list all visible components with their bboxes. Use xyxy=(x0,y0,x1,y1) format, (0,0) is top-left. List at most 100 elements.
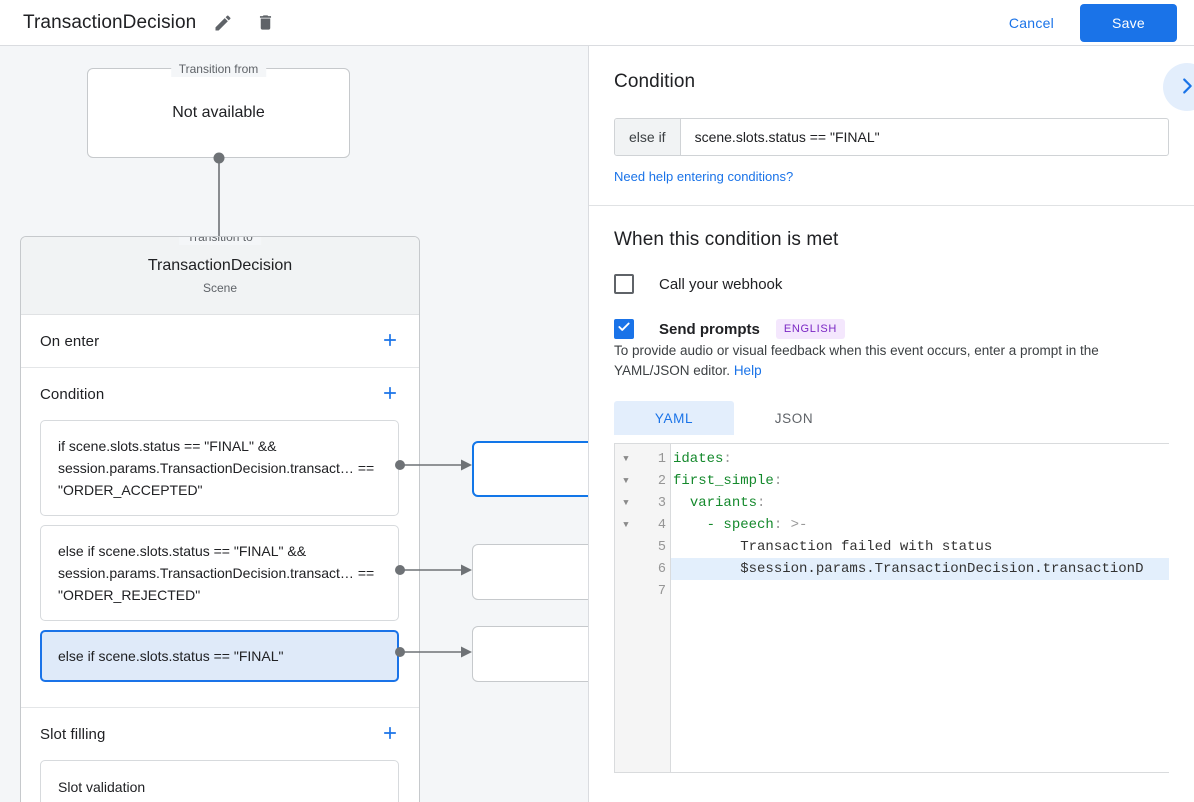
target-node-box[interactable] xyxy=(472,441,588,497)
plus-icon xyxy=(380,330,400,353)
code-token: : >- xyxy=(773,517,808,533)
code-token: Transaction failed with status xyxy=(673,539,993,555)
line-number: 5 xyxy=(657,539,666,555)
section-on-enter: On enter xyxy=(21,315,419,368)
section-header-on-enter: On enter xyxy=(21,315,419,367)
scene-card-header[interactable]: TransactionDecision Scene xyxy=(21,237,419,315)
tab-json[interactable]: JSON xyxy=(734,401,854,435)
checkmark-icon xyxy=(617,320,631,339)
send-prompts-checkbox[interactable] xyxy=(614,319,634,339)
fold-triangle-icon[interactable]: ▼ xyxy=(623,520,629,530)
save-button[interactable]: Save xyxy=(1080,3,1177,42)
scene-card: Transition to TransactionDecision Scene … xyxy=(20,236,420,802)
condition-list-item-selected[interactable]: else if scene.slots.status == "FINAL" xyxy=(40,630,399,682)
editor-code-area[interactable]: idates:first_simple: variants: - speech:… xyxy=(671,444,1169,772)
editor-format-tabs: YAML JSON xyxy=(614,401,1169,435)
editor-code-line[interactable]: - speech: >- xyxy=(671,514,1169,536)
chevron-right-icon xyxy=(1176,75,1194,100)
expand-panel-button[interactable] xyxy=(1163,63,1194,111)
call-webhook-label: Call your webhook xyxy=(659,275,783,293)
line-number: 6 xyxy=(657,561,666,577)
pencil-icon xyxy=(213,13,233,33)
section-title-slot-filling: Slot filling xyxy=(40,725,106,743)
conditions-help-link[interactable]: Need help entering conditions? xyxy=(614,169,794,184)
transition-from-legend: Transition from xyxy=(170,61,267,77)
editor-line-number: ▼4 xyxy=(615,514,670,536)
fold-triangle-icon[interactable]: ▼ xyxy=(623,476,629,486)
plus-icon xyxy=(380,723,400,746)
code-token: $session.params.TransactionDecision.tran… xyxy=(673,561,1144,577)
add-slot-filling-button[interactable] xyxy=(377,721,403,747)
scene-type: Scene xyxy=(202,281,238,295)
line-number: 3 xyxy=(657,495,666,511)
cancel-button[interactable]: Cancel xyxy=(999,7,1064,39)
editor-code-line[interactable] xyxy=(671,580,1169,602)
language-badge: ENGLISH xyxy=(775,319,846,339)
editor-code-line[interactable]: Transaction failed with status xyxy=(671,536,1169,558)
condition-list-item[interactable]: else if scene.slots.status == "FINAL" &&… xyxy=(40,525,399,621)
editor-code-line[interactable]: $session.params.TransactionDecision.tran… xyxy=(671,558,1169,580)
condition-list-item[interactable]: if scene.slots.status == "FINAL" && sess… xyxy=(40,420,399,516)
code-token: : xyxy=(723,451,732,467)
delete-button[interactable] xyxy=(250,8,280,38)
section-header-condition: Condition xyxy=(21,368,419,420)
line-number: 7 xyxy=(657,583,666,599)
prompts-help-link[interactable]: Help xyxy=(733,363,762,378)
add-condition-button[interactable] xyxy=(377,381,403,407)
call-webhook-checkbox[interactable] xyxy=(614,274,634,294)
section-slot-filling: Slot filling Slot validation xyxy=(21,708,419,802)
code-token: - xyxy=(673,517,724,533)
send-prompts-label: Send prompts xyxy=(659,320,760,338)
editor-code-line[interactable]: idates: xyxy=(671,448,1169,470)
rename-button[interactable] xyxy=(208,8,238,38)
editor-line-number: ▼2 xyxy=(615,470,670,492)
section-condition: Condition if scene.slots.status == "FINA… xyxy=(21,368,419,708)
slot-filling-list: Slot validation xyxy=(21,760,419,802)
editor-line-number: 7 xyxy=(615,580,670,602)
fold-triangle-icon[interactable]: ▼ xyxy=(623,454,629,464)
code-token: variants xyxy=(689,495,758,511)
tab-yaml[interactable]: YAML xyxy=(614,401,734,435)
condition-list: if scene.slots.status == "FINAL" && sess… xyxy=(21,420,419,707)
code-token: : xyxy=(757,495,766,511)
condition-expression-input[interactable] xyxy=(680,119,1168,155)
code-token: : xyxy=(773,473,783,489)
editor-line-number: 5 xyxy=(615,536,670,558)
trash-icon xyxy=(256,13,275,32)
code-token: first_simple xyxy=(673,473,774,489)
slot-validation-item[interactable]: Slot validation xyxy=(40,760,399,802)
editor-code-line[interactable]: first_simple: xyxy=(671,470,1169,492)
line-number: 2 xyxy=(657,473,666,489)
line-number: 1 xyxy=(657,451,666,467)
transition-from-value: Not available xyxy=(172,104,265,121)
section-header-slot-filling: Slot filling xyxy=(21,708,419,760)
target-node-box[interactable] xyxy=(472,544,588,600)
condition-panel-body: When this condition is met Call your web… xyxy=(589,206,1194,773)
editor-line-number: 6 xyxy=(615,558,670,580)
add-on-enter-button[interactable] xyxy=(377,328,403,354)
panel-heading: Condition xyxy=(614,71,696,92)
condition-input-group[interactable]: else if xyxy=(614,118,1169,156)
line-number: 4 xyxy=(657,517,666,533)
editor-line-number: ▼1 xyxy=(615,448,670,470)
scene-name: TransactionDecision xyxy=(147,257,293,274)
section-title-condition: Condition xyxy=(40,385,105,403)
transition-from-box: Transition from Not available xyxy=(87,61,350,158)
fold-triangle-icon[interactable]: ▼ xyxy=(623,498,629,508)
prompts-helper-sentence: To provide audio or visual feedback when… xyxy=(614,343,1099,378)
editor-code-line[interactable]: variants: xyxy=(671,492,1169,514)
target-node-box[interactable] xyxy=(472,626,588,682)
prompts-helper-text: To provide audio or visual feedback when… xyxy=(614,341,1169,381)
condition-prefix-label: else if xyxy=(615,119,681,155)
editor-line-number: ▼3 xyxy=(615,492,670,514)
page-title: TransactionDecision xyxy=(23,11,197,33)
code-token: idates xyxy=(673,451,724,467)
send-prompts-row: Send prompts ENGLISH xyxy=(614,319,1169,339)
condition-panel-top: Condition else if Need help entering con… xyxy=(589,46,1194,206)
condition-detail-panel: Condition else if Need help entering con… xyxy=(588,46,1194,802)
transition-to-legend: Transition to xyxy=(179,237,261,245)
scene-canvas[interactable]: Transition from Not available Transition… xyxy=(0,46,588,802)
